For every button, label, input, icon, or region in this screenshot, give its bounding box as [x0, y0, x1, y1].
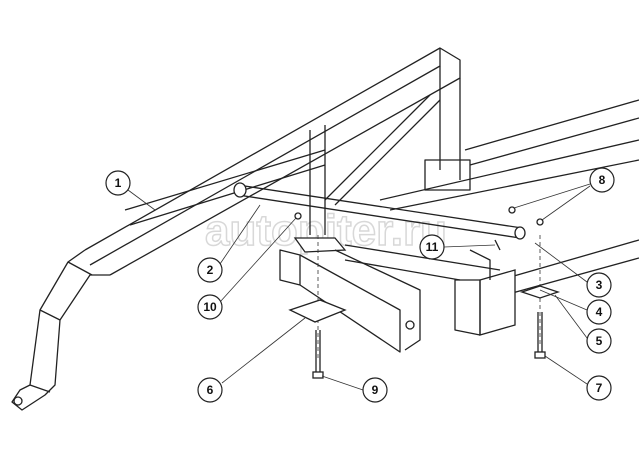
- svg-text:10: 10: [203, 300, 217, 314]
- exploded-parts: [288, 206, 561, 379]
- callout-3: 3: [586, 272, 612, 298]
- svg-text:3: 3: [596, 278, 603, 292]
- svg-text:7: 7: [596, 381, 603, 395]
- callout-5: 5: [586, 328, 612, 354]
- rail-beams: [379, 99, 639, 296]
- callout-7: 7: [586, 375, 612, 401]
- svg-text:11: 11: [426, 240, 439, 254]
- svg-text:2: 2: [207, 263, 214, 277]
- svg-text:9: 9: [372, 383, 379, 397]
- strut: [233, 182, 526, 240]
- callout-2: 2: [197, 257, 223, 283]
- svg-text:4: 4: [596, 305, 603, 319]
- svg-text:1: 1: [115, 176, 122, 190]
- svg-text:6: 6: [207, 383, 214, 397]
- callout-9: 9: [362, 377, 388, 403]
- svg-text:8: 8: [599, 173, 606, 187]
- callout-6: 6: [197, 377, 223, 403]
- callout-4: 4: [586, 299, 612, 325]
- callout-10: 10: [197, 294, 223, 320]
- svg-text:5: 5: [596, 334, 603, 348]
- callout-1: 1: [105, 170, 131, 196]
- uprights: [124, 66, 471, 235]
- leader-lines: [127, 183, 591, 391]
- base-frame: [279, 237, 516, 353]
- callout-11: 11: [419, 234, 445, 260]
- callout-8: 8: [589, 167, 615, 193]
